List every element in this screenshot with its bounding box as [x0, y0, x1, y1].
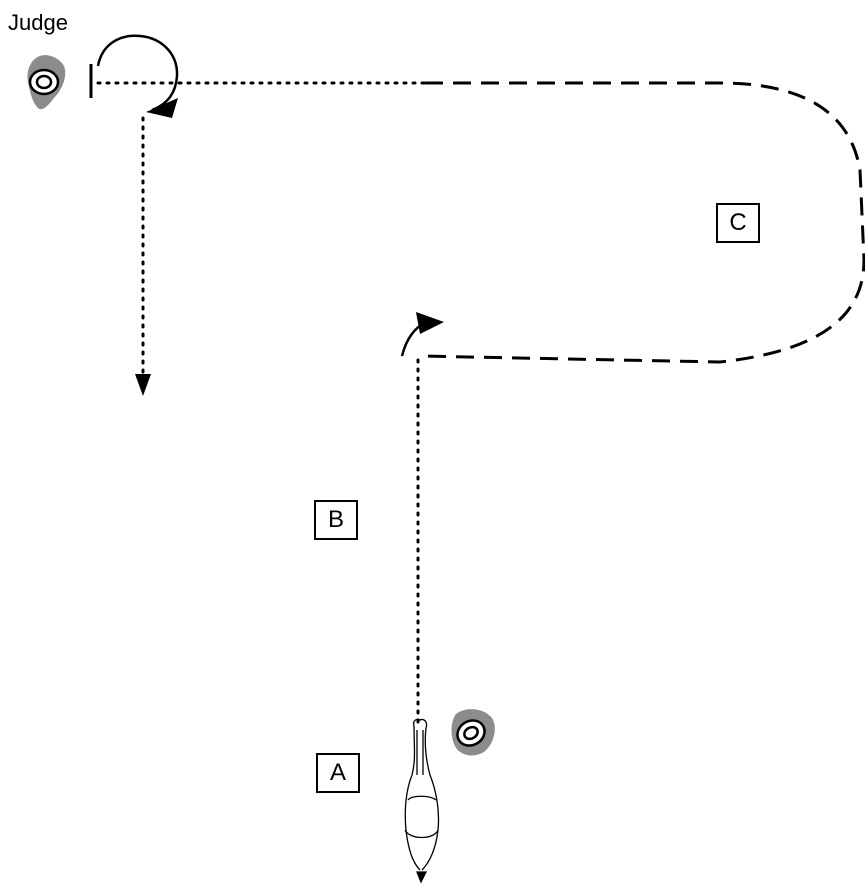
marker-b-label: B — [327, 506, 344, 533]
judge-icon — [27, 55, 66, 110]
turn-arrow-bottom — [400, 312, 444, 357]
marker-c: C — [716, 203, 760, 243]
judge-label: Judge — [8, 10, 68, 35]
handler-icon — [451, 709, 495, 756]
marker-b: B — [314, 500, 358, 540]
marker-a-label: A — [329, 759, 346, 786]
path-dashed-loop — [419, 81, 865, 364]
turn-arrow-judge — [96, 34, 179, 118]
marker-a: A — [316, 753, 360, 793]
marker-c-label: C — [729, 209, 747, 236]
arrowhead-down-icon — [135, 374, 151, 396]
horse-icon — [404, 718, 440, 883]
